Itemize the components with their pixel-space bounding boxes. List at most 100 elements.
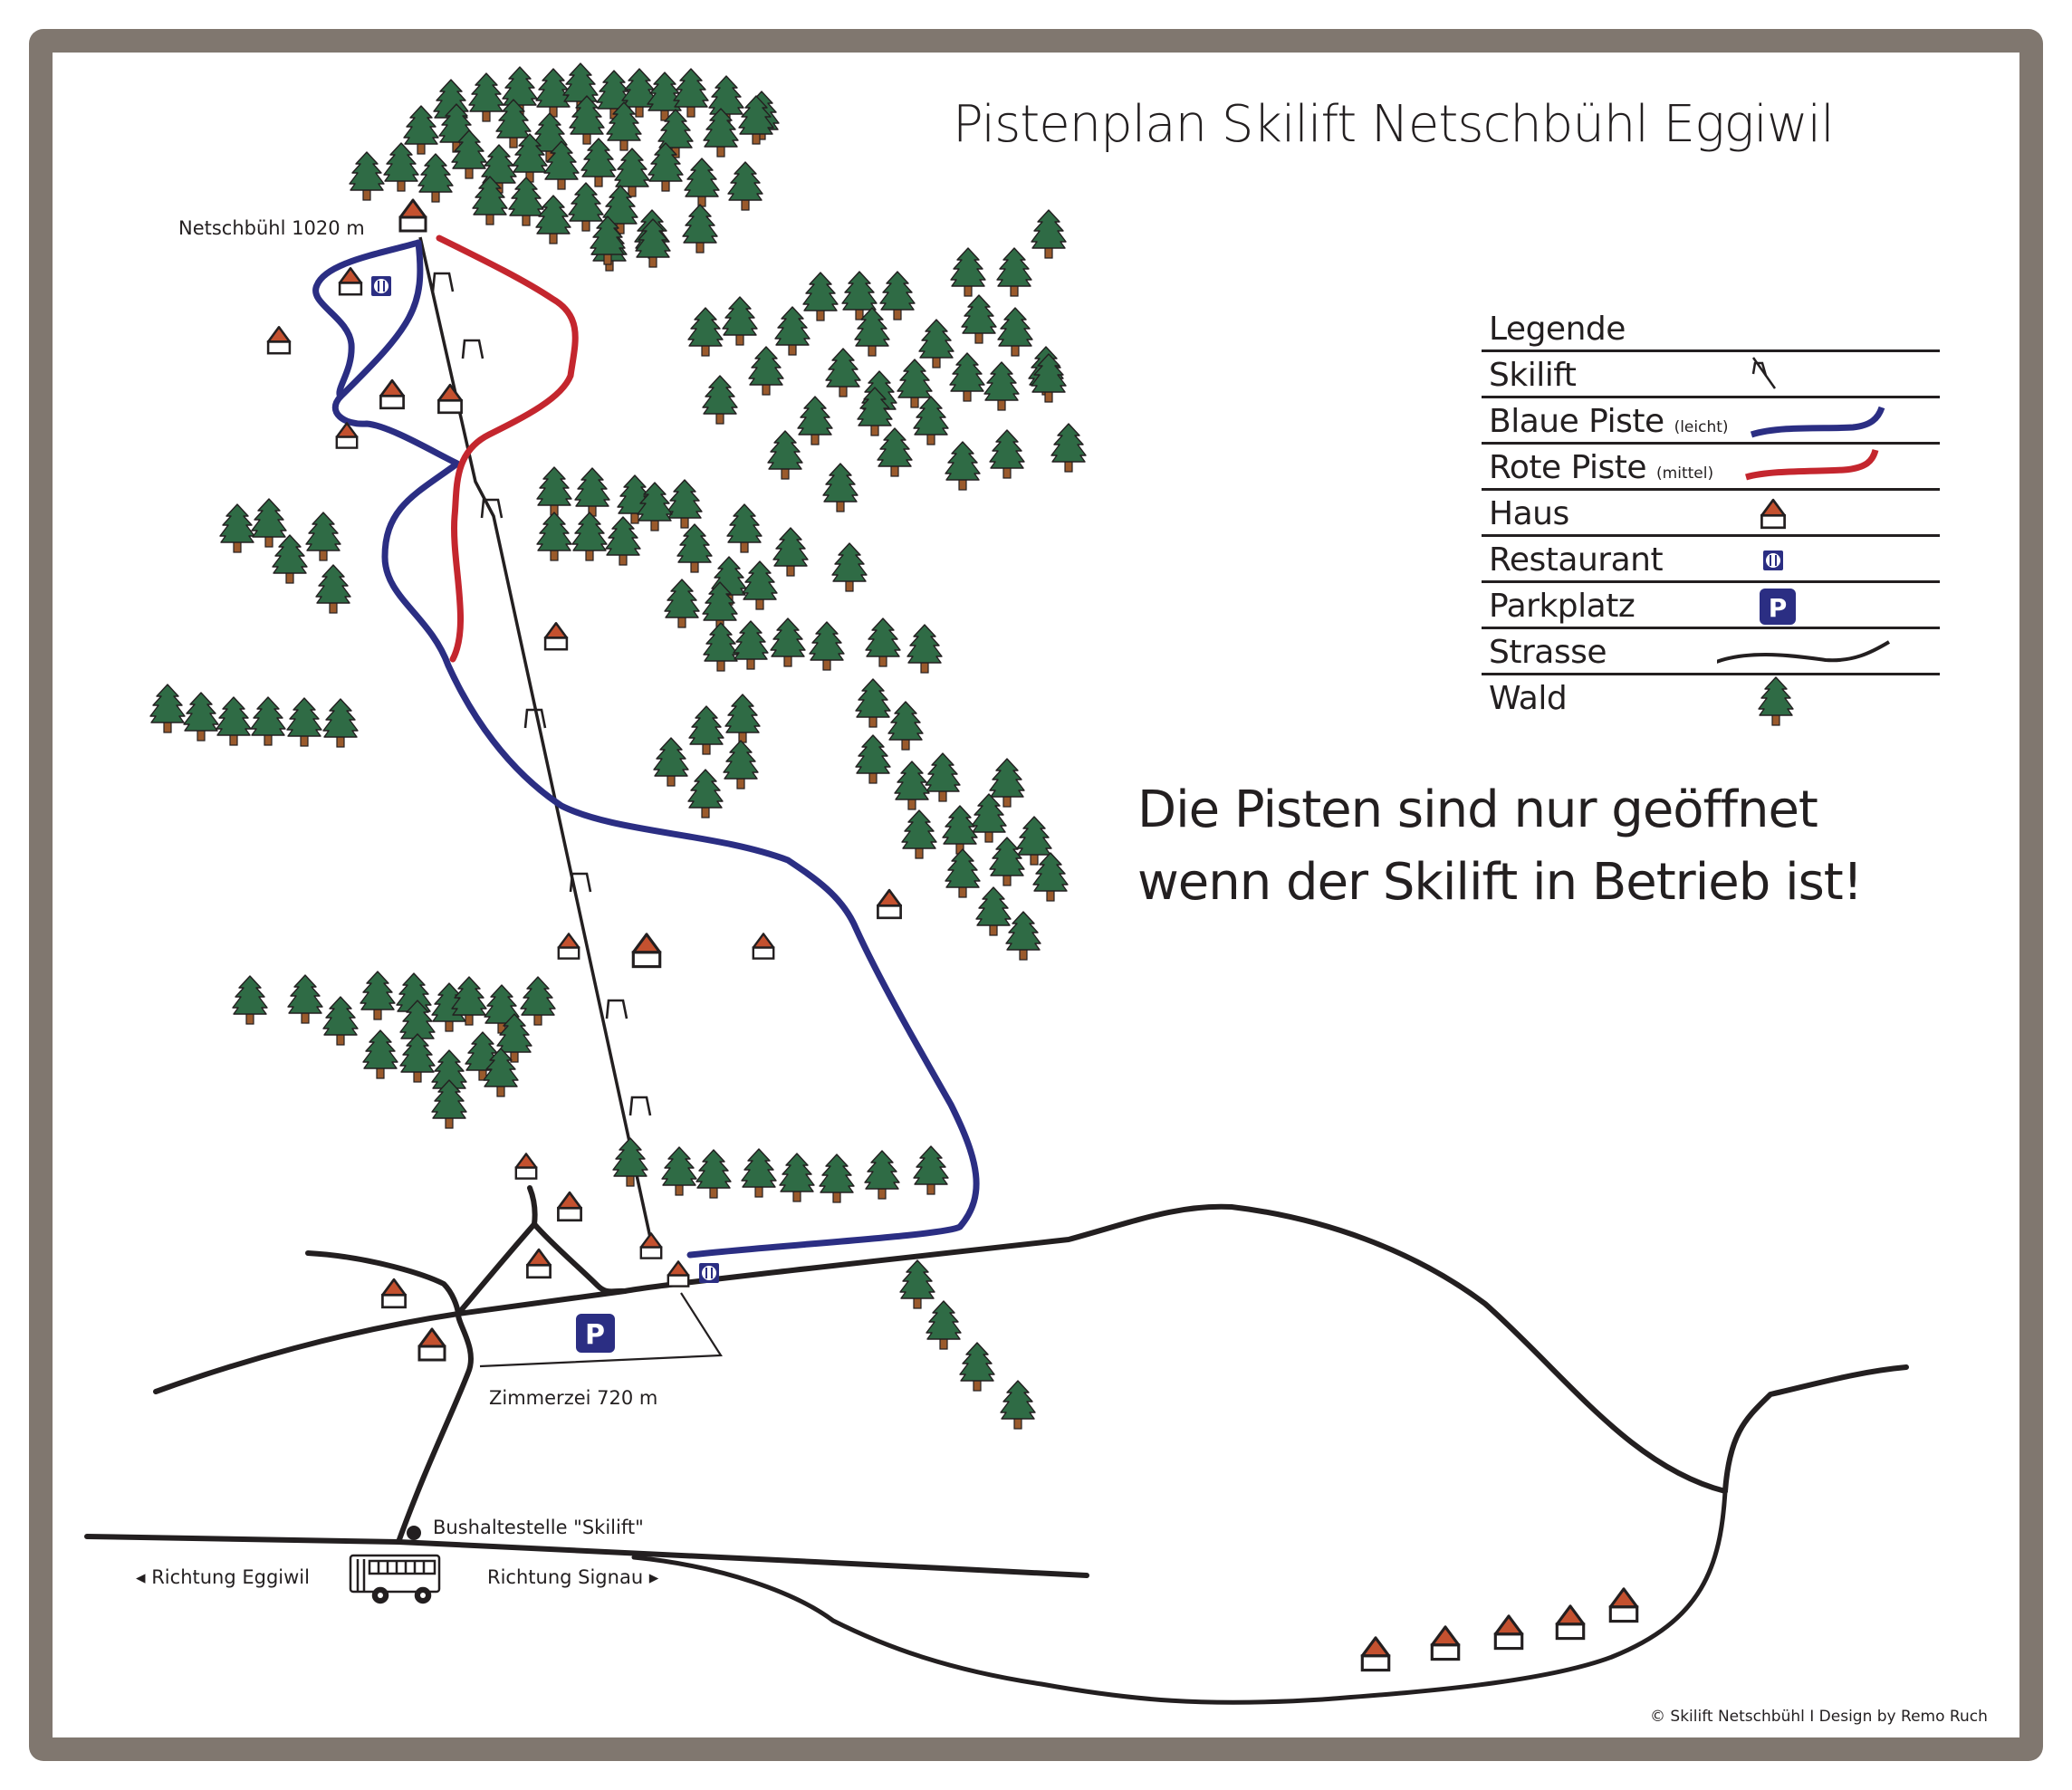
house-icon — [557, 933, 580, 960]
notice-line-2: wenn der Skilift in Betrieb ist! — [1137, 853, 1863, 912]
tree-icon — [272, 534, 308, 584]
tree-icon — [305, 512, 341, 561]
house-icon — [417, 1327, 446, 1362]
road-left-branch — [305, 1250, 461, 1316]
tree-icon — [959, 1342, 995, 1392]
tree-icon — [383, 142, 419, 192]
tree-icon — [286, 697, 322, 747]
parking-area-outline — [479, 1292, 723, 1368]
restaurant-icon — [699, 1263, 719, 1283]
access-road-lower — [396, 1311, 474, 1545]
house-icon — [338, 267, 363, 296]
tree-icon — [809, 621, 845, 671]
road-to-houses-right — [532, 1221, 628, 1295]
tree-icon — [733, 620, 769, 670]
tree-icon — [949, 352, 985, 402]
tree-icon — [897, 359, 933, 408]
legend-label: Rote Piste — [1489, 449, 1647, 486]
tree-icon — [877, 427, 913, 477]
tree-icon — [1005, 911, 1041, 961]
tree-icon — [989, 429, 1025, 479]
blue-piste-upper-loop[interactable] — [312, 239, 422, 400]
tree-icon — [580, 138, 617, 187]
tree-icon — [1000, 1380, 1036, 1430]
tree-icon — [360, 971, 396, 1020]
parking-icon[interactable]: P — [576, 1314, 615, 1353]
tree-icon — [468, 72, 504, 122]
tree-icon — [865, 617, 901, 667]
legend-item-red-piste: Rote Piste (mittel) — [1482, 445, 1940, 491]
tree-icon — [950, 247, 986, 297]
opening-notice: Die Pisten sind nur geöffnet wenn der Sk… — [1137, 774, 1863, 919]
house-icon — [381, 1278, 407, 1309]
tree-icon — [349, 151, 385, 201]
road-south-loop — [631, 1488, 1728, 1705]
bus-stop-marker[interactable] — [407, 1526, 421, 1540]
tree-icon — [417, 153, 454, 203]
tree-icon — [219, 503, 255, 553]
tree-icon — [899, 1259, 935, 1309]
tree-icon — [926, 1300, 962, 1350]
house-icon — [1760, 498, 1786, 530]
lift-tower-icon — [461, 339, 484, 360]
house-icon — [335, 422, 359, 449]
tree-icon — [724, 694, 761, 743]
tree-icon — [767, 430, 803, 480]
legend-label: Parkplatz — [1489, 588, 1636, 625]
tree-icon — [906, 624, 943, 674]
tree-icon — [774, 306, 811, 356]
tree-icon — [684, 158, 720, 207]
house-icon — [543, 622, 569, 651]
tree-icon — [568, 182, 604, 232]
tree-icon — [664, 579, 700, 628]
tree-icon — [535, 195, 571, 244]
notice-line-1: Die Pisten sind nur geöffnet — [1137, 780, 1818, 839]
legend-item-parking: Parkplatz P — [1482, 583, 1940, 629]
legend-item-house: Haus — [1482, 491, 1940, 537]
tree-icon — [772, 527, 809, 577]
tree-icon — [322, 698, 359, 748]
houses — [266, 198, 1639, 1672]
tree-icon — [741, 1148, 777, 1198]
tree-icon — [945, 848, 981, 898]
house-icon — [398, 198, 427, 233]
roads — [84, 1185, 1909, 1705]
tree-icon — [864, 1150, 900, 1200]
tree-icon — [216, 696, 252, 746]
house-icon — [526, 1248, 552, 1279]
tree-icon — [1050, 423, 1087, 473]
lift-tower-icon — [628, 1096, 652, 1117]
tree-icon — [1032, 852, 1069, 902]
legend-item-blue-piste: Blaue Piste (leicht) — [1482, 398, 1940, 445]
legend-label: Skilift — [1489, 357, 1577, 394]
tree-icon — [997, 307, 1033, 357]
tree-icon — [887, 701, 924, 751]
house-icon — [266, 326, 292, 355]
legend-item-restaurant: Restaurant — [1482, 537, 1940, 583]
tree-icon — [727, 161, 763, 211]
red-piste[interactable] — [436, 235, 579, 663]
tree-icon — [536, 466, 572, 516]
tree-icon — [569, 95, 605, 145]
house-icon — [1555, 1604, 1586, 1641]
tree-icon — [183, 692, 219, 742]
legend-label: Wald — [1489, 680, 1568, 717]
red-piste-line — [1745, 448, 1879, 481]
tree-icon — [687, 769, 724, 818]
tree-icon — [779, 1153, 815, 1202]
tree-icon — [742, 560, 778, 610]
blue-piste[interactable] — [331, 239, 980, 1259]
tree-icon — [508, 177, 544, 226]
tree-icon — [399, 1033, 436, 1083]
house-icon — [557, 1191, 582, 1222]
blue-piste-line — [1750, 406, 1885, 438]
tree-icon — [149, 684, 186, 733]
summit-label: Netschbühl 1020 m — [178, 217, 365, 239]
house-icon — [667, 1260, 690, 1287]
tree-icon — [770, 617, 806, 667]
road-line — [1717, 640, 1891, 664]
house-icon — [1608, 1587, 1639, 1623]
house-icon — [877, 888, 902, 920]
tree-icon — [702, 375, 738, 425]
